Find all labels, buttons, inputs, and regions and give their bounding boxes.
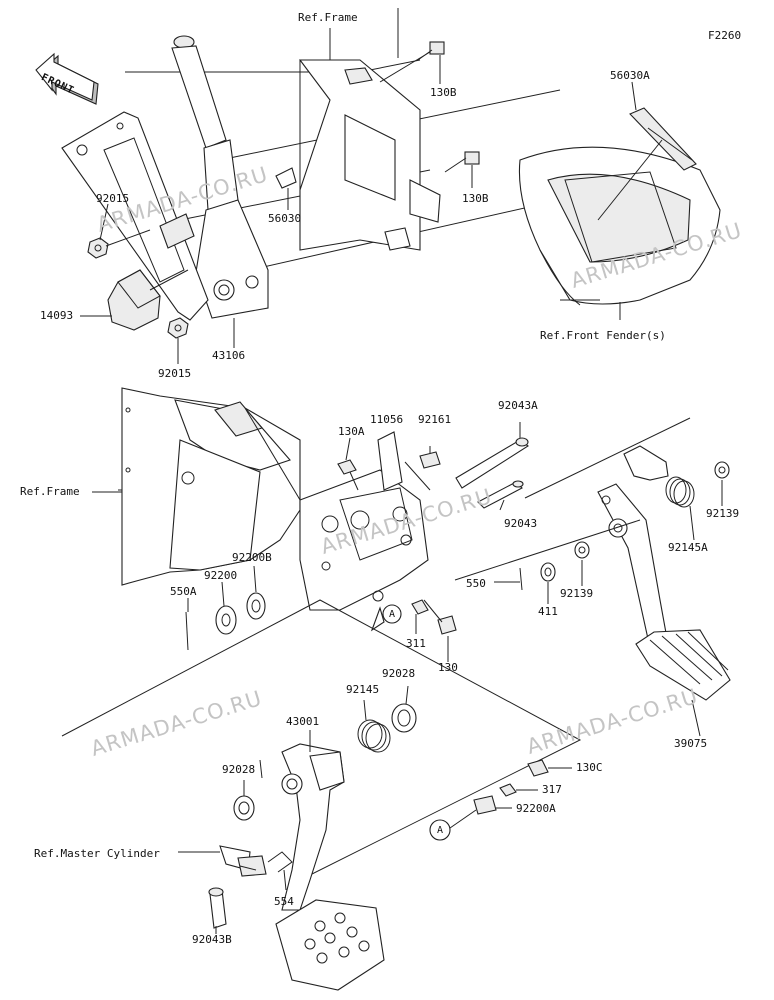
- part-92200-label: 92200: [204, 569, 238, 582]
- part-130a-label: 130A: [338, 425, 365, 438]
- part-130b-mid-label: 130B: [462, 192, 489, 205]
- part-43106-label: 43106: [212, 349, 246, 362]
- washer-92200: [215, 581, 237, 635]
- bolt-130b-mid: [444, 151, 480, 173]
- part-92015-bottom-label: 92015: [158, 367, 192, 380]
- part-550-label: 550: [466, 577, 486, 590]
- part-92028-left-label: 92028: [222, 763, 256, 776]
- washer-92139-mid: [574, 541, 590, 586]
- pedal-43001: [275, 730, 385, 991]
- pedal-39075: [597, 445, 731, 737]
- switch-14093: [107, 269, 189, 331]
- part-130b-top-label: 130B: [430, 86, 457, 99]
- pin-550: [494, 567, 523, 591]
- bolt-130b-top: [379, 41, 445, 83]
- ref-front-fender-label: Ref.Front Fender(s): [540, 329, 666, 342]
- washer-92200b: [246, 565, 266, 620]
- part-130c-label: 130C: [576, 761, 603, 774]
- callout-a-mid: [370, 604, 402, 632]
- part-130-label: 130: [438, 661, 458, 674]
- part-92043a-label: 92043A: [498, 399, 538, 412]
- callout-a-bottom: [429, 809, 477, 841]
- bolt-130c: [527, 759, 572, 777]
- part-14093-label: 14093: [40, 309, 74, 322]
- bushing-92028-left: [233, 780, 255, 821]
- block-92161: [404, 446, 441, 491]
- part-92145a-label: 92145A: [668, 541, 708, 554]
- nut-317: [499, 783, 538, 797]
- part-56030a-label: 56030A: [610, 69, 650, 82]
- leaders-top: [80, 28, 663, 364]
- parking-brake-lever: [171, 35, 269, 319]
- part-92145-label: 92145: [346, 683, 380, 696]
- ref-frame-top-label: Ref.Frame: [298, 11, 358, 24]
- washer-411: [540, 562, 556, 604]
- front-arrow-icon: [35, 52, 99, 105]
- front-fender: [518, 146, 721, 306]
- clevis-master-cylinder: [190, 845, 267, 877]
- frame-mid: [121, 387, 331, 586]
- part-92043b-label: 92043B: [192, 933, 232, 946]
- guide-lines-mid: [61, 417, 691, 881]
- part-92200b-label: 92200B: [232, 551, 272, 564]
- part-92028-top-label: 92028: [382, 667, 416, 680]
- part-311-label: 311: [406, 637, 426, 650]
- diagram-code: F2260: [708, 29, 742, 42]
- pedal-bracket-11056: [299, 431, 429, 611]
- lever-bracket-plate: [61, 111, 209, 321]
- bushing-92028-top: [391, 685, 417, 733]
- part-43001-label: 43001: [286, 715, 320, 728]
- part-92161-label: 92161: [418, 413, 452, 426]
- shaft-92043: [477, 480, 524, 511]
- nut-311: [411, 599, 429, 634]
- shaft-92043a: [455, 422, 529, 489]
- nut-92015-top: [87, 229, 151, 259]
- pin-550a: [185, 598, 189, 651]
- nut-92015-bottom: [167, 317, 189, 339]
- callout-a-bottom-label: A: [436, 825, 444, 836]
- part-317-label: 317: [542, 783, 562, 796]
- washer-92139-right: [714, 461, 730, 506]
- leaders-bottom: [178, 759, 263, 934]
- part-92200a-label: 92200A: [516, 802, 556, 815]
- clip-554: [267, 851, 293, 891]
- spring-92145: [357, 699, 391, 753]
- part-56030-label: 56030: [268, 212, 302, 225]
- bolt-130a: [337, 437, 359, 491]
- part-411-label: 411: [538, 605, 558, 618]
- part-550a-label: 550A: [170, 585, 197, 598]
- spring-92145a: [665, 476, 695, 541]
- ref-frame-mid-label: Ref.Frame: [20, 485, 80, 498]
- part-39075-label: 39075: [674, 737, 708, 750]
- nut-92200a: [473, 795, 512, 815]
- part-11056-label: 11056: [370, 413, 404, 426]
- bolt-130: [423, 599, 457, 662]
- frame-bracket-top: [125, 8, 561, 271]
- part-92015-top-label: 92015: [96, 192, 130, 205]
- part-92139-right-label: 92139: [706, 507, 740, 520]
- callout-a-mid-label: A: [388, 609, 396, 620]
- clip-56030: [275, 167, 297, 189]
- pin-92043b: [208, 887, 227, 929]
- ref-master-cylinder-label: Ref.Master Cylinder: [34, 847, 160, 860]
- part-92139-mid-label: 92139: [560, 587, 594, 600]
- grip-56030a: [629, 107, 697, 171]
- part-554-label: 554: [274, 895, 294, 908]
- part-92043-label: 92043: [504, 517, 538, 530]
